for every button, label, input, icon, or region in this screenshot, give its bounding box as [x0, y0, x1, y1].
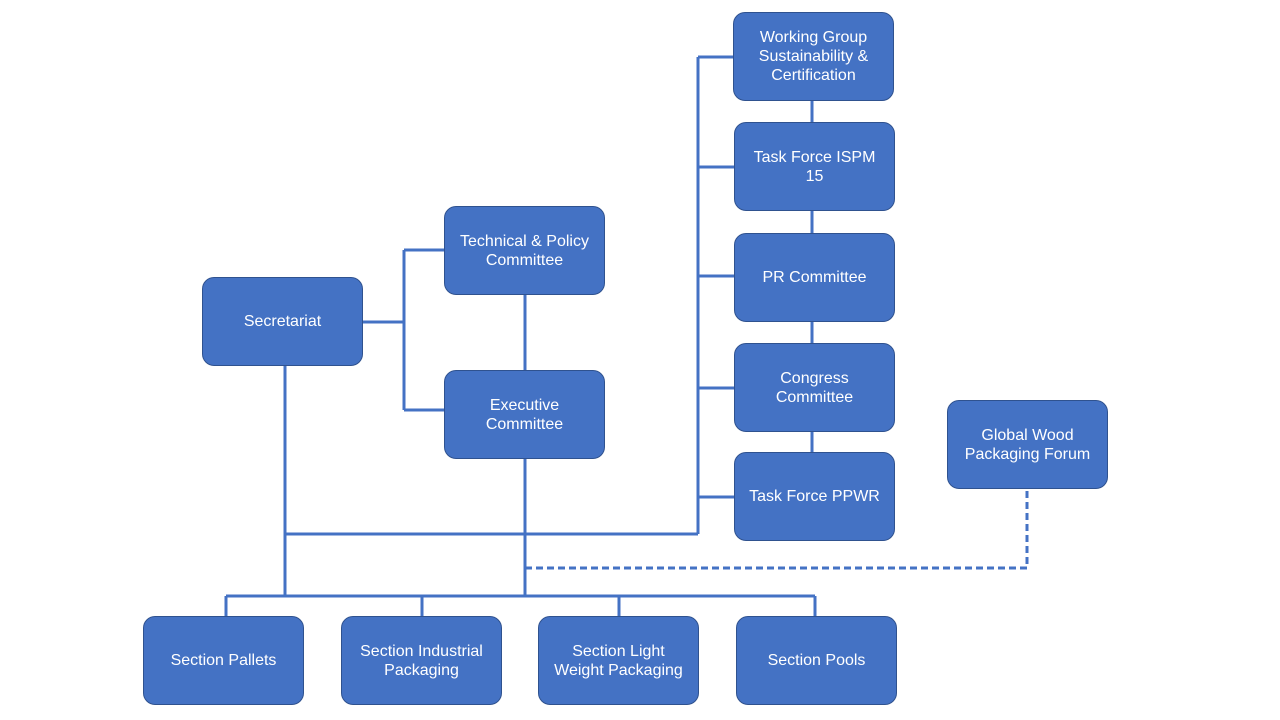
- node-technical-policy-committee: Technical & Policy Committee: [444, 206, 605, 295]
- node-global-forum-label: Global Wood Packaging Forum: [964, 426, 1091, 463]
- node-congress-committee: Congress Committee: [734, 343, 895, 432]
- node-congress-committee-label: Congress Committee: [775, 369, 854, 406]
- node-task-force-ppwr-label: Task Force PPWR: [749, 488, 880, 505]
- node-task-force-ppwr: Task Force PPWR: [734, 452, 895, 541]
- node-section-industrial-label: Section Industrial Packaging: [360, 642, 483, 679]
- node-task-force-ispm: Task Force ISPM 15: [734, 122, 895, 211]
- node-pr-committee-label: PR Committee: [762, 269, 867, 286]
- node-section-pallets: Section Pallets: [143, 616, 304, 705]
- node-executive-committee: Executive Committee: [444, 370, 605, 459]
- node-executive-label: Executive Committee: [485, 396, 564, 433]
- node-section-pools: Section Pools: [736, 616, 897, 705]
- node-working-group: Working Group Sustainability & Certifica…: [733, 12, 894, 101]
- node-secretariat: Secretariat: [202, 277, 363, 366]
- node-section-pallets-label: Section Pallets: [170, 652, 277, 669]
- connector-dashed-global-forum: [525, 489, 1029, 570]
- node-working-group-label: Working Group Sustainability & Certifica…: [758, 29, 869, 84]
- node-global-wood-packaging-forum: Global Wood Packaging Forum: [947, 400, 1108, 489]
- node-technical-policy-label: Technical & Policy Committee: [460, 232, 589, 269]
- node-pr-committee: PR Committee: [734, 233, 895, 322]
- node-section-pools-label: Section Pools: [767, 652, 866, 669]
- node-section-industrial-packaging: Section Industrial Packaging: [341, 616, 502, 705]
- node-secretariat-label: Secretariat: [243, 313, 322, 330]
- node-task-force-ispm-label: Task Force ISPM 15: [753, 148, 876, 185]
- node-section-light-label: Section Light Weight Packaging: [554, 642, 683, 679]
- node-section-light-weight-packaging: Section Light Weight Packaging: [538, 616, 699, 705]
